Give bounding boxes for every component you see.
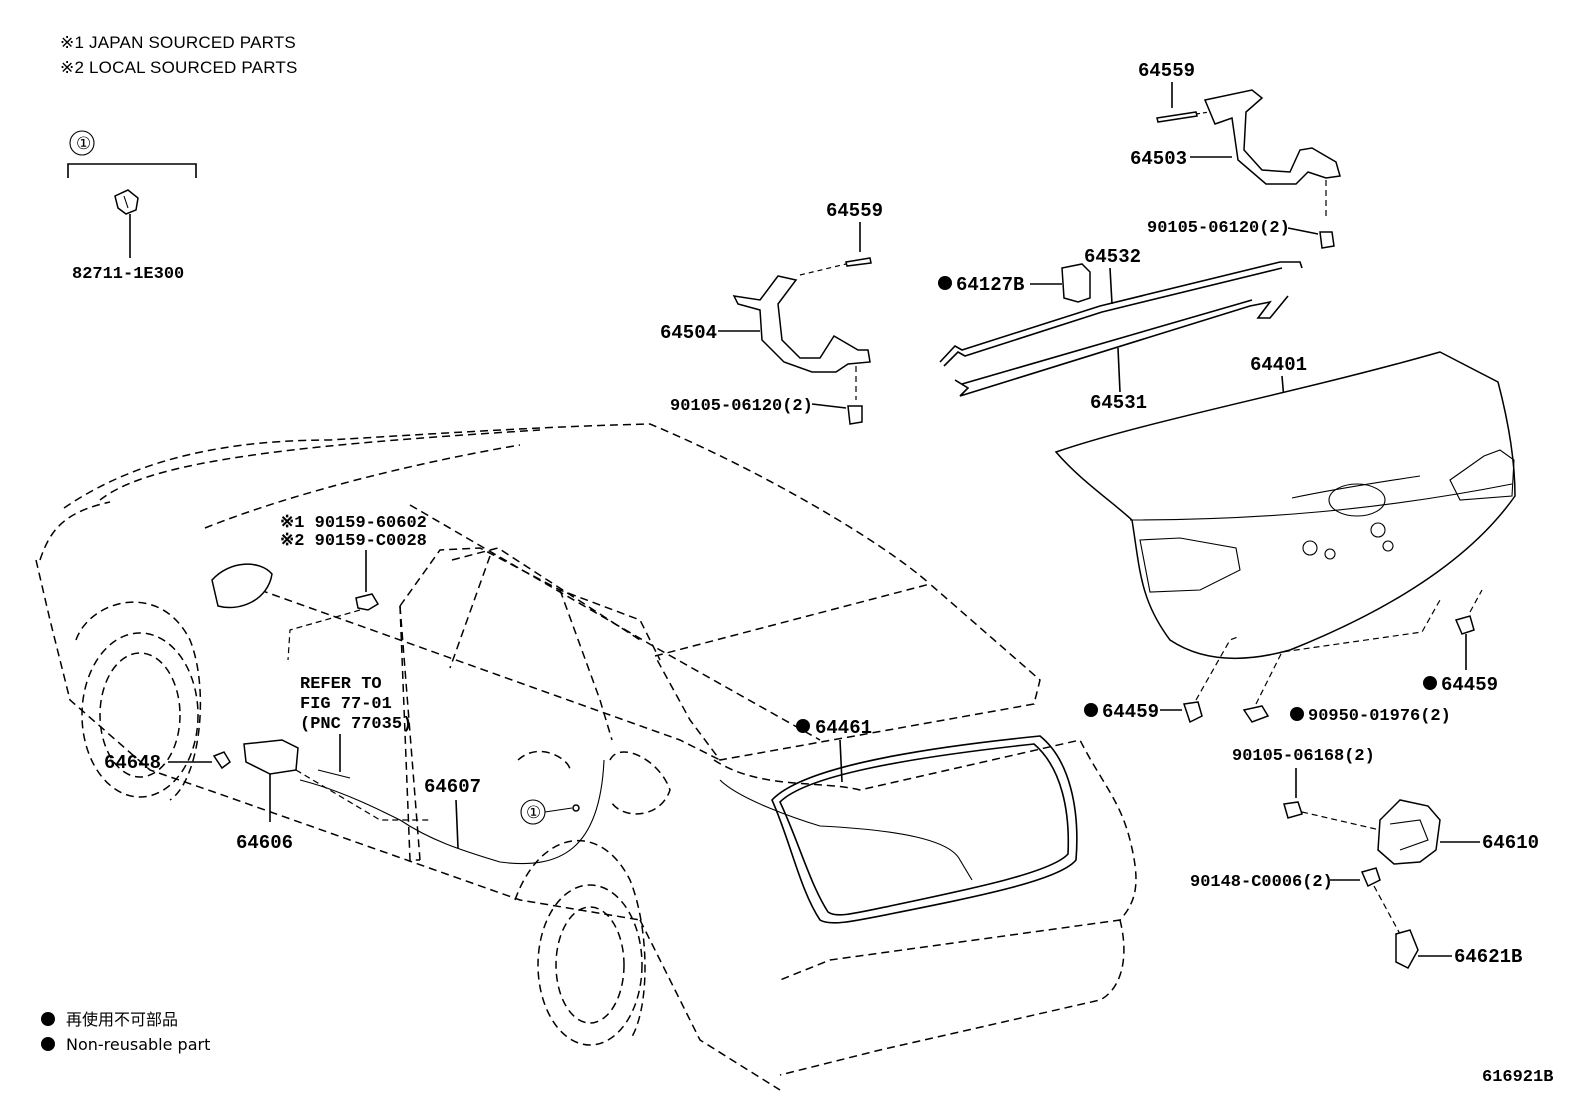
refer-line-3: (PNC 77035): [300, 715, 412, 734]
non-reusable-dot-icon: [1290, 707, 1304, 721]
part-64610-label: 64610: [1482, 832, 1539, 854]
opener-group: 64648 64606: [104, 739, 430, 854]
refer-line-1: REFER TO: [300, 675, 382, 694]
part-64559-top-label: 64559: [1138, 60, 1195, 82]
part-64503-label: 64503: [1130, 148, 1187, 170]
lock-64610-icon: [1377, 799, 1441, 865]
hinge-64504: 64559 64504 90105-06120(2): [660, 200, 883, 425]
cushion-64459-left-icon: [1183, 701, 1203, 724]
striker-64621B-icon: [1395, 929, 1419, 969]
non-reusable-dot-icon: [796, 719, 810, 733]
part-64504-label: 64504: [660, 322, 717, 344]
stay-64127B-icon: [1061, 263, 1091, 303]
bolt-90105-low-icon: [1283, 801, 1303, 819]
part-90148-label: 90148-C0006(2): [1190, 873, 1333, 892]
vehicle-body: [35, 423, 1137, 1091]
callout-1-label: ①: [76, 134, 91, 153]
bolt-90105-top-icon: [1319, 231, 1335, 249]
part-64459-left-label: 64459: [1102, 701, 1159, 723]
callout-1-group: ① 82711-1E300: [67, 130, 197, 284]
cushions: 64459 90950-01976(2) 64459: [1084, 589, 1498, 726]
legend-dot-icon: [41, 1012, 55, 1026]
trunk-lid-64401: 64401: [1054, 351, 1516, 660]
lock-64610-group: 90105-06168(2) 64610 90148-C0006(2) 6462…: [1190, 747, 1539, 969]
figure-id: 616921B: [1482, 1068, 1553, 1087]
part-90159-local-label: ※2 90159-C0028: [280, 532, 427, 551]
part-90159-japan-label: ※1 90159-60602: [280, 514, 427, 533]
screw-64648-icon: [212, 751, 231, 770]
non-reusable-dot-icon: [1423, 676, 1437, 690]
part-90105-mid-label: 90105-06120(2): [670, 397, 813, 416]
refer-line-2: FIG 77-01: [300, 695, 392, 714]
note-japan-sourced: ※1 JAPAN SOURCED PARTS: [60, 33, 296, 52]
refer-to-note: REFER TO FIG 77-01 (PNC 77035): [300, 675, 412, 779]
part-82711-label: 82711-1E300: [72, 265, 184, 284]
torsion-bars: 64532 64531 64127B: [938, 246, 1303, 414]
side-mirror-icon: [211, 563, 273, 609]
opener-64606-icon: [243, 739, 299, 775]
legend-dot-icon: [41, 1037, 55, 1051]
bolt-90105-mid-icon: [847, 405, 863, 425]
callout-1-body-label: ①: [526, 803, 541, 822]
part-90105-top-label: 90105-06120(2): [1147, 219, 1290, 238]
clip-82711-icon: [114, 189, 139, 215]
part-64648-label: 64648: [104, 752, 161, 774]
non-reusable-dot-icon: [1084, 703, 1098, 717]
part-64621B-label: 64621B: [1454, 946, 1522, 968]
pin-64559-mid-icon: [845, 257, 872, 267]
hinge-64504-icon: [732, 275, 871, 373]
clip-90159-icon: [355, 593, 380, 611]
part-64559-mid-label: 64559: [826, 200, 883, 222]
pin-64559-top-icon: [1156, 111, 1198, 123]
hinge-64503: 64559 64503 90105-06120(2): [1130, 60, 1341, 249]
part-90105-low-label: 90105-06168(2): [1232, 747, 1375, 766]
part-64459-right-label: 64459: [1441, 674, 1498, 696]
cushion-90950-icon: [1242, 705, 1270, 723]
legend-en-label: Non-reusable part: [66, 1035, 210, 1054]
part-64461-label: 64461: [815, 717, 872, 739]
weatherstrip-64461: 64461: [719, 717, 1078, 924]
part-64127B-label: 64127B: [956, 274, 1024, 296]
part-64532-label: 64532: [1084, 246, 1141, 268]
cable-64607: 64607 ①: [299, 759, 605, 865]
part-64401-label: 64401: [1250, 354, 1307, 376]
part-64531-label: 64531: [1090, 392, 1147, 414]
part-64607-label: 64607: [424, 776, 481, 798]
cushion-64459-right-icon: [1454, 615, 1475, 635]
part-64606-label: 64606: [236, 832, 293, 854]
part-90950-label: 90950-01976(2): [1308, 707, 1451, 726]
note-local-sourced: ※2 LOCAL SOURCED PARTS: [60, 58, 298, 77]
legend-jp-label: 再使用不可部品: [66, 1010, 178, 1029]
legend: 再使用不可部品 Non-reusable part: [41, 1010, 210, 1054]
clip-90159-group: ※1 90159-60602 ※2 90159-C0028: [280, 514, 427, 661]
hinge-64503-icon: [1203, 89, 1341, 185]
non-reusable-dot-icon: [938, 276, 952, 290]
trunk-lid-panel-icon: [1054, 351, 1516, 660]
screw-90148-icon: [1360, 867, 1381, 888]
